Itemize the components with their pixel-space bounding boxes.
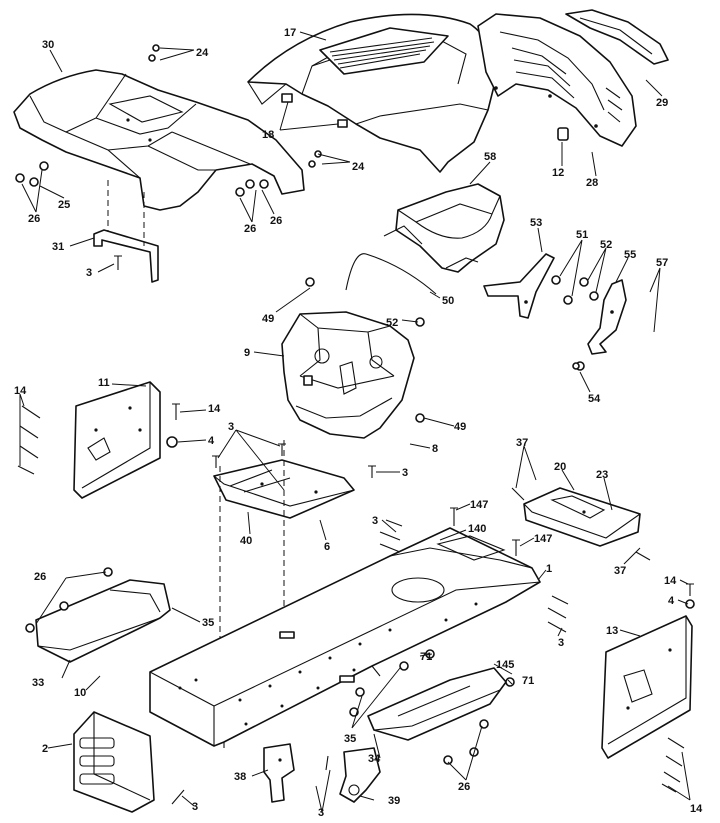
callout-52: 52 [600,239,612,251]
callout-71: 71 [420,651,432,663]
callout-33: 33 [32,677,44,689]
callout-26: 26 [34,571,46,583]
callout-20: 20 [554,461,566,473]
callout-10: 10 [74,687,86,699]
callout-147: 147 [470,499,488,511]
part-1-main-frame [149,527,541,748]
callout-9: 9 [244,347,250,359]
part-50-cable [345,253,437,295]
callout-140: 140 [468,523,486,535]
callout-14: 14 [664,575,677,587]
part-53-bracket [483,253,555,319]
callout-35: 35 [344,733,356,745]
callout-26: 26 [244,223,256,235]
callout-1: 1 [546,563,552,575]
callout-30: 30 [42,39,54,51]
callout-29: 29 [656,97,668,109]
callout-labels: 30 24 17 29 18 12 28 24 26 25 26 26 58 3… [14,27,703,819]
part-6-seat-plate [213,440,355,746]
callout-11: 11 [98,377,110,389]
callout-12: 12 [552,167,564,179]
part-31-bracket [93,180,159,283]
callout-51: 51 [576,229,588,241]
callout-28: 28 [586,177,598,189]
callout-17: 17 [284,27,296,39]
part-34-footrest [367,667,507,741]
part-55-bracket [587,279,627,355]
callout-37: 37 [614,565,626,577]
callout-2: 2 [42,743,48,755]
callout-4: 4 [668,595,675,607]
callout-14: 14 [690,803,703,815]
callout-49: 49 [262,313,274,325]
part-11-side-plate [73,381,161,499]
callout-18: 18 [262,129,274,141]
part-13-side-plate [601,615,693,759]
callout-26: 26 [28,213,40,225]
callout-50: 50 [442,295,454,307]
callout-37: 37 [516,437,528,449]
callout-25: 25 [58,199,70,211]
callout-13: 13 [606,625,618,637]
callout-8: 8 [432,443,438,455]
part-58-dash-panel [383,183,505,273]
part-33-footrest [35,579,171,663]
callout-3: 3 [402,467,408,479]
callout-23: 23 [596,469,608,481]
callout-31: 31 [52,241,64,253]
callout-26: 26 [458,781,470,793]
callout-24: 24 [352,161,365,173]
callout-3: 3 [318,807,324,819]
callout-24: 24 [196,47,209,59]
callout-3: 3 [372,515,378,527]
callout-3: 3 [192,801,198,813]
callout-53: 53 [530,217,542,229]
callout-52: 52 [386,317,398,329]
callout-40: 40 [240,535,252,547]
callout-39: 39 [388,795,400,807]
part-38-bracket [263,743,295,803]
part-30-rear-fender [13,69,305,211]
callout-58: 58 [484,151,496,163]
callout-26: 26 [270,215,282,227]
callout-3: 3 [86,267,92,279]
callout-38: 38 [234,771,246,783]
part-9-dash-housing [281,311,415,439]
callout-3: 3 [558,637,564,649]
part-29-grille [477,9,669,147]
callout-71: 71 [522,675,534,687]
callout-35: 35 [202,617,214,629]
callout-145: 145 [496,659,514,671]
callout-54: 54 [588,393,601,405]
callout-4: 4 [208,435,215,447]
callout-57: 57 [656,257,668,269]
part-2-front-plate [73,711,155,813]
callout-6: 6 [324,541,330,553]
callout-55: 55 [624,249,636,261]
leader-lines [19,31,691,813]
callout-14: 14 [208,403,221,415]
callout-3: 3 [228,421,234,433]
callout-49: 49 [454,421,466,433]
part-20-bracket [523,487,641,547]
callout-34: 34 [368,753,381,765]
part-17-hood [247,13,497,173]
callout-147: 147 [534,533,552,545]
callout-14: 14 [14,385,27,397]
